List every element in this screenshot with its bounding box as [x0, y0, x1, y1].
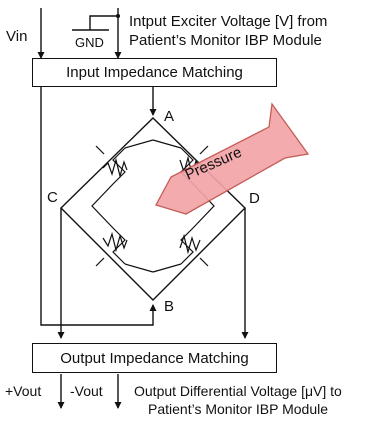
minus-vout-label: -Vout	[70, 383, 103, 399]
gnd-label: GND	[75, 35, 104, 50]
wire-return-loop	[40, 87, 157, 326]
pressure-arrow	[155, 102, 310, 215]
input-impedance-matching-block: Input Impedance Matching	[32, 58, 277, 87]
output-diff-line-1: Output Differential Voltage [μV] to	[134, 383, 342, 399]
bridge-diamond	[60, 117, 246, 301]
node-d-label: D	[249, 190, 260, 207]
vin-label: Vin	[6, 28, 28, 45]
output-impedance-matching-block: Output Impedance Matching	[32, 343, 277, 373]
plus-vout-label: +Vout	[5, 383, 42, 399]
exciter-line-2: Patient’s Monitor IBP Module	[129, 32, 322, 49]
node-b-label: B	[164, 298, 175, 315]
node-c-label: C	[47, 189, 58, 206]
exciter-junction	[116, 14, 120, 18]
strain-gauge-elements	[91, 139, 215, 273]
gnd-symbol	[72, 15, 118, 31]
exciter-line-1: Intput Exciter Voltage [V] from	[129, 13, 328, 30]
output-diff-line-2: Patient’s Monitor IBP Module	[148, 401, 329, 417]
node-a-label: A	[164, 108, 175, 125]
